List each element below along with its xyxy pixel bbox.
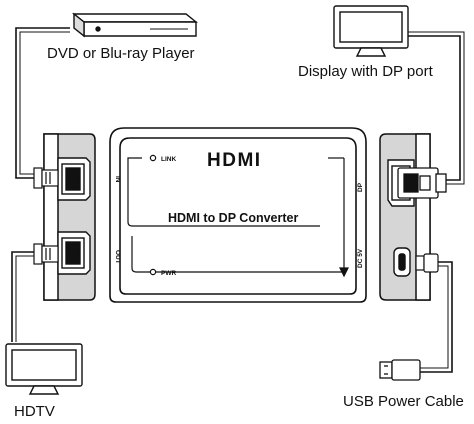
hdmi-out-port [57, 231, 91, 275]
dp-port-label: DP [357, 182, 364, 192]
converter-title: HDMI to DP Converter [168, 211, 298, 225]
pwr-led-label: PWR [161, 270, 176, 277]
cables [11, 27, 465, 373]
signal-paths [127, 157, 349, 278]
pwr-led-icon [149, 268, 157, 276]
hdmi-in-plug-icon [33, 167, 59, 189]
in-port-label: IN [114, 176, 121, 183]
display-label: Display with DP port [298, 63, 434, 80]
hdmi-out-plug-icon [33, 243, 59, 265]
hdtv-label: HDTV [14, 403, 55, 420]
display-device [333, 5, 409, 57]
dc5v-port-label: DC 5V [357, 248, 364, 268]
cable-usb-power [420, 261, 453, 373]
link-led-label: LINK [161, 156, 176, 163]
hdtv-device [5, 343, 83, 395]
usb-power-label: USB Power Cable [343, 393, 464, 410]
cable-dvd-to-hdmi-in [15, 27, 70, 179]
dvd-player-label: DVD or Blu-ray Player [47, 45, 195, 62]
out-port-label: OUT [114, 250, 121, 264]
usb-a-plug-icon [379, 359, 421, 381]
cable-dp-to-display [408, 35, 461, 181]
dp-plug-icon [397, 167, 447, 199]
hdmi-logo: HDMI [207, 150, 262, 171]
dc5v-usb-port [393, 247, 411, 277]
link-led-icon [149, 154, 157, 162]
converter-body [109, 127, 367, 303]
hdmi-in-port [57, 157, 91, 201]
cable-hdmi-out-to-hdtv [11, 251, 36, 342]
dvd-player-device [72, 12, 198, 38]
micro-usb-plug-icon [415, 253, 439, 273]
